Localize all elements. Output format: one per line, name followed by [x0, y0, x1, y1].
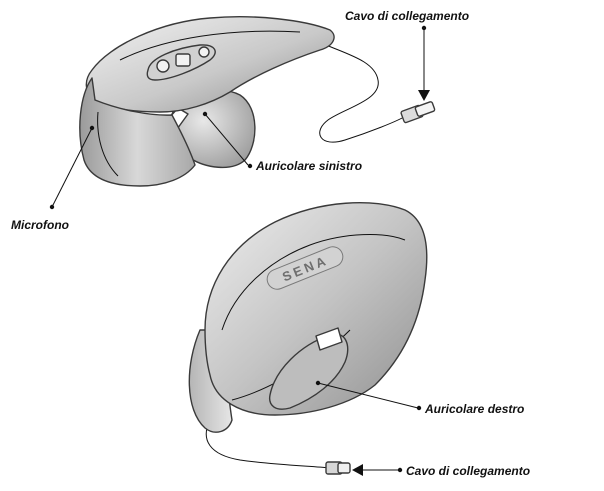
bottom-unit: SENA: [189, 203, 426, 474]
button-right-icon: [199, 47, 209, 57]
button-center-icon: [176, 54, 190, 66]
top-shell: [86, 17, 334, 112]
callout-cable-top: Cavo di collegamento: [345, 9, 469, 101]
top-cable: [320, 45, 404, 142]
label-right-earpiece: Auricolare destro: [424, 402, 524, 416]
label-microphone: Microfono: [11, 218, 69, 232]
callout-cable-bottom: Cavo di collegamento: [352, 464, 530, 478]
label-left-earpiece: Auricolare sinistro: [255, 159, 362, 173]
top-connector: [401, 101, 436, 123]
bottom-connector: [326, 462, 350, 474]
label-cable-bottom: Cavo di collegamento: [406, 464, 530, 478]
button-left-icon: [157, 60, 169, 72]
label-cable-top: Cavo di collegamento: [345, 9, 469, 23]
